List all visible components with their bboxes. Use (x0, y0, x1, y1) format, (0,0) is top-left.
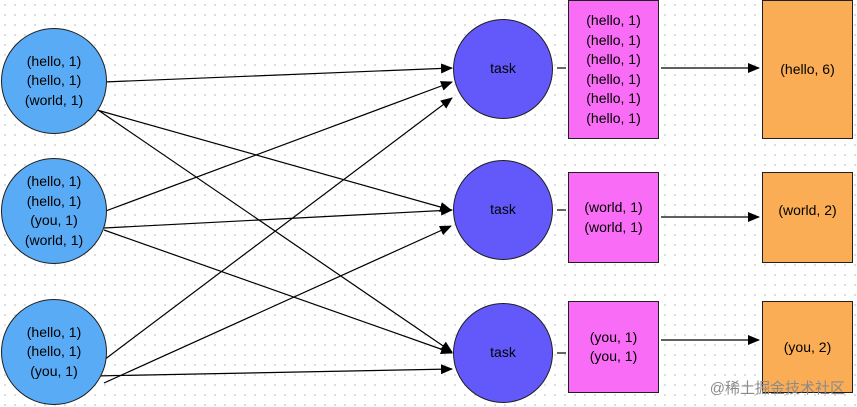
input-record: (world, 1) (24, 91, 84, 108)
result-label: (world, 2) (778, 202, 837, 218)
task-label: task (490, 201, 516, 218)
edge-arrow (93, 364, 453, 377)
edge-arrow (103, 97, 453, 361)
input-record: (hello, 1) (26, 192, 82, 209)
input-record: (hello, 1) (26, 343, 82, 360)
input-partition-3: (hello, 1) (hello, 1) (you, 1) (1, 299, 107, 405)
input-partition-1: (hello, 1) (hello, 1) (world, 1) (1, 28, 107, 134)
grouped-record: (hello, 1) (586, 70, 641, 87)
edge-arrow (96, 109, 452, 212)
edge-arrow (103, 229, 453, 355)
edge-arrow (103, 63, 453, 83)
task-node-1: task (453, 19, 553, 119)
grouped-record: (you, 1) (589, 348, 638, 364)
grouped-records-you: (you, 1) (you, 1) (568, 301, 659, 393)
input-record: (hello, 1) (26, 173, 82, 189)
input-record: (hello, 1) (26, 72, 82, 89)
input-record: (hello, 1) (26, 323, 82, 340)
edge-arrow (102, 81, 453, 213)
result-label: (hello, 6) (780, 61, 835, 77)
grouped-record: (world, 1) (584, 218, 643, 235)
result-hello: (hello, 6) (762, 0, 853, 139)
input-record: (hello, 1) (26, 52, 82, 69)
grouped-records-hello: (hello, 1) (hello, 1) (hello, 1) (hello,… (568, 0, 659, 139)
grouped-record: (world, 1) (584, 199, 643, 215)
task-node-3: task (453, 303, 553, 403)
input-partition-2: (hello, 1) (hello, 1) (you, 1) (world, 1… (1, 158, 107, 264)
grouped-record: (you, 1) (589, 328, 638, 345)
grouped-records-world: (world, 1) (world, 1) (568, 172, 659, 263)
grouped-record: (hello, 1) (586, 12, 641, 28)
result-label: (you, 2) (783, 338, 832, 355)
task-label: task (490, 60, 516, 77)
edge-arrow (103, 225, 452, 384)
watermark: @稀土掘金技术社区 (709, 380, 845, 397)
task-node-2: task (453, 160, 553, 260)
input-record: (you, 1) (30, 362, 78, 379)
grouped-record: (hello, 1) (586, 31, 641, 48)
grouped-record: (hello, 1) (586, 90, 641, 106)
result-you: (you, 2) (762, 301, 853, 393)
result-world: (world, 2) (762, 172, 853, 263)
grouped-record: (hello, 1) (586, 109, 641, 126)
grouped-record: (hello, 1) (586, 51, 641, 67)
input-record: (world, 1) (24, 231, 84, 248)
input-record: (you, 1) (30, 212, 78, 228)
edge-arrow (103, 205, 453, 229)
task-label: task (490, 344, 516, 361)
